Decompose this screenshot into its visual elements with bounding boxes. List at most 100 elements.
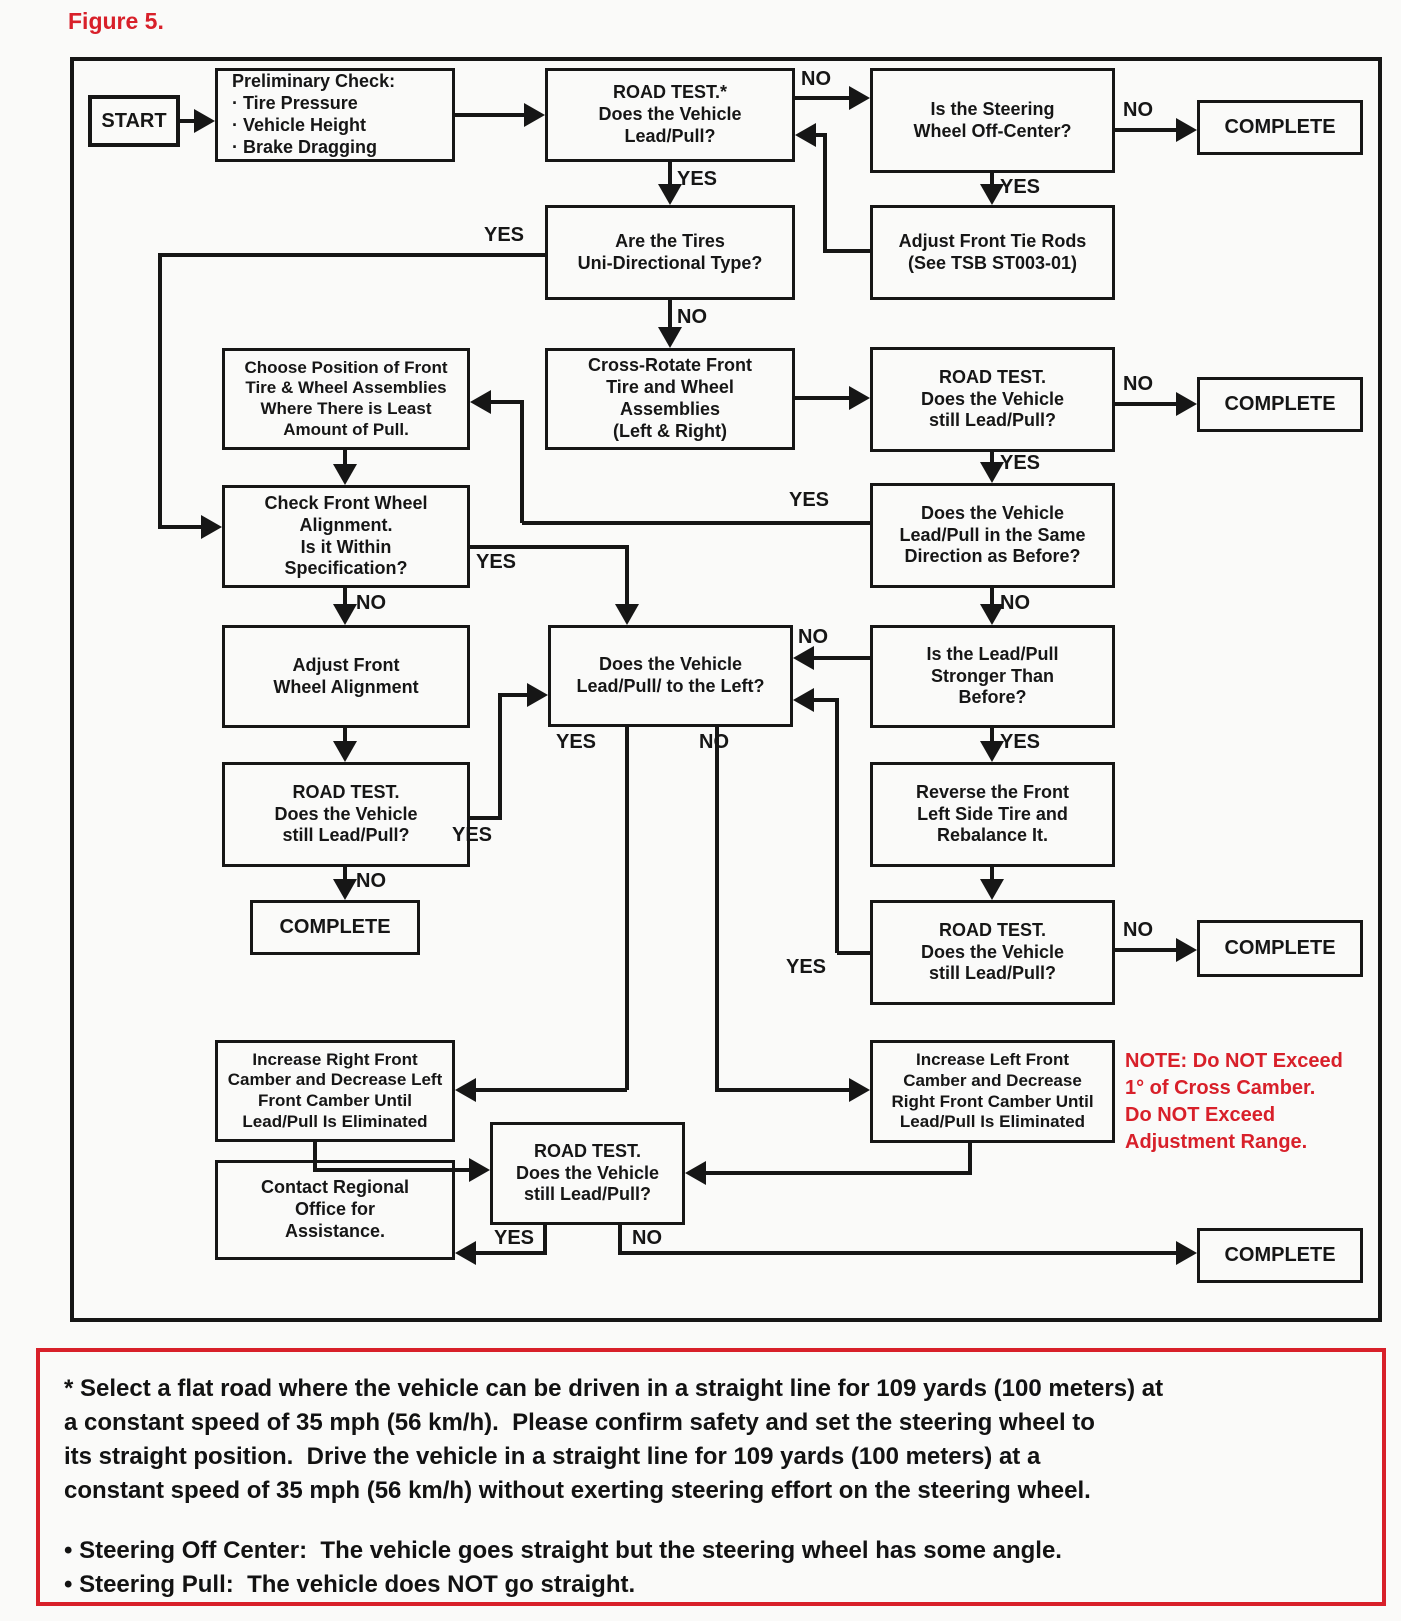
connector-arrowhead <box>470 390 491 414</box>
footnote-bullet: • Steering Off Center: The vehicle goes … <box>64 1537 1062 1564</box>
connector-arrowhead <box>685 1161 706 1185</box>
edge-label-yes: YES <box>1000 176 1041 198</box>
edge-label-no: NO <box>632 1227 662 1249</box>
connector-line <box>522 521 870 525</box>
flow-node-line: COMPLETE <box>1224 937 1336 960</box>
connector-line <box>618 1251 1180 1255</box>
footnote-line: a constant speed of 35 mph (56 km/h). Pl… <box>64 1409 1095 1436</box>
edge-label-yes: YES <box>556 731 597 753</box>
connector-arrowhead <box>1176 938 1197 962</box>
connector-arrowhead <box>1176 392 1197 416</box>
flow-node-line: Tire & Wheel Assemblies <box>245 378 447 398</box>
connector-line <box>158 253 162 529</box>
flow-node-complete-3: COMPLETE <box>250 900 420 955</box>
flow-node-line: Lead/Pull? <box>624 125 716 146</box>
connector-arrowhead <box>469 1158 490 1182</box>
flow-node-line: Tire and Wheel <box>606 377 734 398</box>
connector-arrowhead <box>658 184 682 205</box>
edge-label-no: NO <box>798 626 828 648</box>
flow-node-line: Choose Position of Front <box>244 357 448 377</box>
flow-node-preliminary-check: Preliminary Check:· Tire Pressure· Vehic… <box>215 68 455 162</box>
connector-arrowhead <box>333 604 357 625</box>
connector-line <box>795 396 852 400</box>
flow-node-complete-2: COMPLETE <box>1197 377 1363 432</box>
flow-node-line: Alignment. <box>299 514 393 535</box>
flow-node-line: (See TSB ST003-01) <box>907 252 1078 273</box>
connector-arrowhead <box>849 1078 870 1102</box>
connector-line <box>668 300 672 330</box>
connector-arrowhead <box>333 464 357 485</box>
connector-line <box>715 1088 852 1092</box>
edge-label-yes: YES <box>786 956 827 978</box>
connector-arrowhead <box>201 515 222 539</box>
flow-node-complete-5: COMPLETE <box>1197 1228 1363 1283</box>
flow-node-line: Does the Vehicle <box>920 502 1065 523</box>
connector-arrowhead <box>849 86 870 110</box>
flow-node-line: Left Side Tire and <box>917 803 1068 824</box>
flow-node-line: Increase Left Front <box>915 1050 1070 1070</box>
flow-node-line: Is the Lead/Pull <box>926 643 1059 664</box>
connector-line <box>1115 402 1179 406</box>
footnote-bullet: • Steering Pull: The vehicle does NOT go… <box>64 1571 636 1598</box>
connector-arrowhead <box>849 386 870 410</box>
connector-line <box>343 728 347 744</box>
edge-label-yes: YES <box>789 489 830 511</box>
connector-line <box>625 727 629 1090</box>
flow-node-line: Does the Vehicle <box>598 654 743 675</box>
flow-node-line: Uni-Directional Type? <box>577 252 763 273</box>
note-line: Adjustment Range. <box>1125 1131 1308 1153</box>
connector-arrowhead <box>793 688 814 712</box>
connector-line <box>812 698 837 702</box>
edge-label-no: NO <box>1123 919 1153 941</box>
connector-arrowhead <box>527 683 548 707</box>
connector-arrowhead <box>980 604 1004 625</box>
flow-node-line: ROAD TEST. <box>938 919 1046 940</box>
connector-line <box>180 119 197 123</box>
footnote-box: * Select a flat road where the vehicle c… <box>36 1348 1386 1606</box>
flow-node-line: (Left & Right) <box>613 420 727 441</box>
edge-label-no: NO <box>356 592 386 614</box>
flow-node-line: Amount of Pull. <box>283 419 409 439</box>
connector-line <box>990 452 994 465</box>
connector-line <box>473 1088 627 1092</box>
flow-node-line: Stronger Than <box>930 665 1054 686</box>
connector-arrowhead <box>615 604 639 625</box>
flow-node-line: ROAD TEST. <box>938 366 1046 387</box>
flow-node-line: Preliminary Check: <box>232 71 396 92</box>
flow-node-line: Lead/Pull Is Eliminated <box>242 1111 428 1131</box>
flow-node-line: Does the Vehicle <box>515 1162 660 1183</box>
connector-line <box>343 588 347 607</box>
flow-node-line: Are the Tires <box>615 230 725 251</box>
edge-label-yes: YES <box>677 168 718 190</box>
flow-node-line: Cross-Rotate Front <box>587 355 752 376</box>
connector-line <box>668 162 672 187</box>
connector-line <box>498 693 502 820</box>
connector-arrowhead <box>194 109 215 133</box>
flow-node-line: · Brake Dragging <box>232 136 378 157</box>
connector-arrowhead <box>658 327 682 348</box>
connector-arrowhead <box>980 462 1004 483</box>
connector-line <box>990 173 994 187</box>
connector-line <box>703 1171 972 1175</box>
connector-line <box>470 545 629 549</box>
connector-line <box>500 693 530 697</box>
edge-label-no: NO <box>1000 592 1030 614</box>
flow-node-line: Lead/Pull Is Eliminated <box>899 1112 1086 1132</box>
flow-node-line: ROAD TEST.* <box>612 82 727 103</box>
flow-node-line: · Tire Pressure <box>232 93 358 114</box>
connector-line <box>343 867 347 882</box>
figure-label: Figure 5. <box>68 8 164 34</box>
connector-line <box>618 1225 622 1255</box>
connector-line <box>543 1225 547 1255</box>
connector-line <box>455 113 527 117</box>
flow-node-tie-rods: Adjust Front Tie Rods(See TSB ST003-01) <box>870 205 1115 300</box>
